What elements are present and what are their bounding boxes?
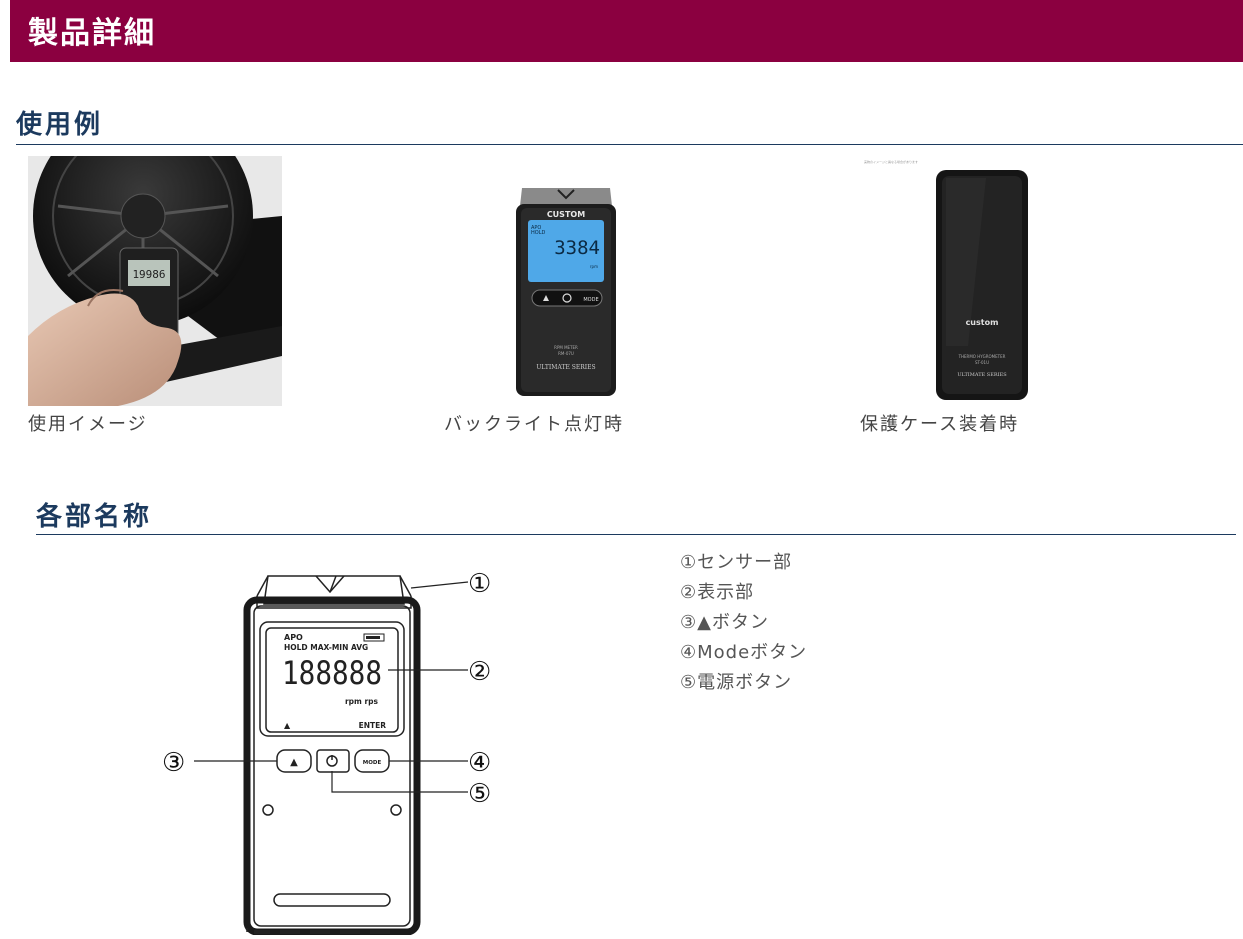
usage-section-title: 使用例 xyxy=(16,110,104,140)
backlight-photo[interactable]: CUSTOM APO HOLD 3384 rpm MODE RPM METER … xyxy=(514,184,618,398)
mode-button-glyph: MODE xyxy=(363,760,382,766)
usage-image-photo[interactable]: 19986 xyxy=(28,156,282,406)
lcd-digits: 188888 xyxy=(282,654,382,692)
callout-5: ⑤ xyxy=(468,779,491,809)
case-series: ULTIMATE SERIES xyxy=(957,372,1007,378)
callout-3: ③ xyxy=(162,748,185,778)
parts-list-item: ⑤電源ボタン xyxy=(680,672,793,693)
case-caption: 保護ケース装着時 xyxy=(860,414,1020,435)
backlight-apo: APO xyxy=(531,225,541,231)
svg-text:19986: 19986 xyxy=(132,268,165,281)
usage-image-caption: 使用イメージ xyxy=(28,414,148,435)
usage-divider xyxy=(16,144,1243,145)
page-title: 製品詳細 xyxy=(28,16,156,51)
backlight-model: RPM METER xyxy=(554,345,578,350)
parts-list-item: ④Modeボタン xyxy=(680,642,808,663)
case-photo[interactable]: 実物のイメージと異なる場合があります custom THERMO HYGROME… xyxy=(860,156,1040,402)
parts-divider xyxy=(36,534,1236,535)
parts-list-item: ①センサー部 xyxy=(680,552,793,573)
lcd-status: HOLD MAX-MIN AVG xyxy=(284,643,368,652)
case-model: THERMO HYGROMETER xyxy=(958,354,1006,359)
page-header: 製品詳細 xyxy=(10,0,1243,62)
parts-diagram: APO HOLD MAX-MIN AVG 188888 rpm rps ▲ EN… xyxy=(150,560,510,936)
parts-list-item: ③▲ボタン xyxy=(680,612,769,633)
case-note: 実物のイメージと異なる場合があります xyxy=(864,159,918,164)
parts-section-title: 各部名称 xyxy=(36,502,153,532)
backlight-caption: バックライト点灯時 xyxy=(444,414,624,435)
case-model-code: ST-01U xyxy=(975,360,989,365)
backlight-mode: MODE xyxy=(583,297,598,303)
backlight-model-code: RM-07U xyxy=(558,351,574,356)
backlight-series: ULTIMATE SERIES xyxy=(536,364,595,371)
parts-list-item: ②表示部 xyxy=(680,582,755,603)
backlight-reading: 3384 xyxy=(554,237,600,259)
case-brand: custom xyxy=(966,318,999,327)
backlight-hold: HOLD xyxy=(531,230,545,236)
backlight-unit: rpm xyxy=(590,264,598,269)
lcd-units: rpm rps xyxy=(345,697,379,706)
parts-list: ①センサー部 ②表示部 ③▲ボタン ④Modeボタン ⑤電源ボタン xyxy=(680,548,807,698)
lcd-apo: APO xyxy=(284,633,303,642)
callout-4: ④ xyxy=(468,748,491,778)
up-button-glyph: ▲ xyxy=(290,757,298,768)
backlight-brand: CUSTOM xyxy=(547,210,585,219)
callout-2: ② xyxy=(468,657,491,687)
callout-1: ① xyxy=(468,569,491,599)
lcd-up-indicator: ▲ xyxy=(284,721,291,730)
lcd-enter: ENTER xyxy=(359,721,387,730)
